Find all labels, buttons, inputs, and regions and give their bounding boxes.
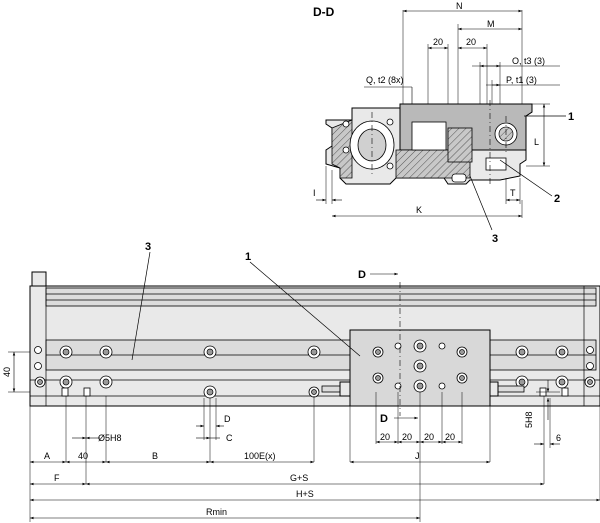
dim-20-a: 20	[433, 37, 443, 47]
rail-holes-lower	[59, 375, 569, 399]
carriage-holes	[372, 339, 468, 393]
section-mark-bottom: D	[380, 413, 388, 425]
dim-P-t1: P, t1 (3)	[506, 75, 537, 85]
dim-T: T	[510, 188, 516, 198]
dim-40: 40	[78, 451, 88, 461]
dim-C: C	[226, 433, 233, 443]
dim-carriage-20-4: 20	[445, 432, 455, 442]
dim-6: 6	[556, 433, 561, 443]
callout-1-section: 1	[568, 111, 574, 123]
dim-B: B	[152, 451, 158, 461]
dim-L: L	[534, 137, 539, 147]
dim-A: A	[44, 451, 50, 461]
dim-O-t3: O, t3 (3)	[512, 56, 545, 66]
callout-3-main: 3	[145, 241, 151, 253]
dim-I: I	[313, 188, 316, 198]
callout-1-main: 1	[245, 251, 251, 263]
dim-carriage-20-3: 20	[424, 432, 434, 442]
dim-100E: 100E(x)	[244, 451, 276, 461]
dim-40-vertical: 40	[2, 367, 12, 377]
dim-D: D	[224, 414, 231, 424]
dim-Rmin: Rmin	[206, 507, 227, 517]
dim-5H8: 5H8	[524, 411, 534, 428]
dim-20-b: 20	[466, 37, 476, 47]
rail-holes-upper	[59, 345, 569, 359]
section-mark-top: D	[358, 269, 366, 281]
dim-carriage-20-2: 20	[402, 432, 412, 442]
dim-J: J	[415, 451, 420, 461]
section-title: D-D	[313, 5, 335, 19]
dim-M: M	[487, 19, 495, 29]
dim-H-S: H+S	[296, 489, 314, 499]
main-view: D D 3 1 40 D C	[2, 241, 600, 522]
dim-carriage-20-1: 20	[380, 432, 390, 442]
dim-Q-t2: Q, t2 (8x)	[366, 75, 404, 85]
callout-2-section: 2	[554, 193, 560, 205]
dim-K: K	[416, 205, 422, 215]
dim-F: F	[54, 473, 60, 483]
section-view-dd: D-D N M 20 20 O, t3 (3) P, t1 (3) Q, t2	[313, 1, 574, 245]
dim-dia-5H8: Ø5H8	[98, 433, 122, 443]
dim-G-S: G+S	[290, 473, 308, 483]
callout-3-section: 3	[492, 233, 498, 245]
dim-N: N	[456, 1, 463, 11]
